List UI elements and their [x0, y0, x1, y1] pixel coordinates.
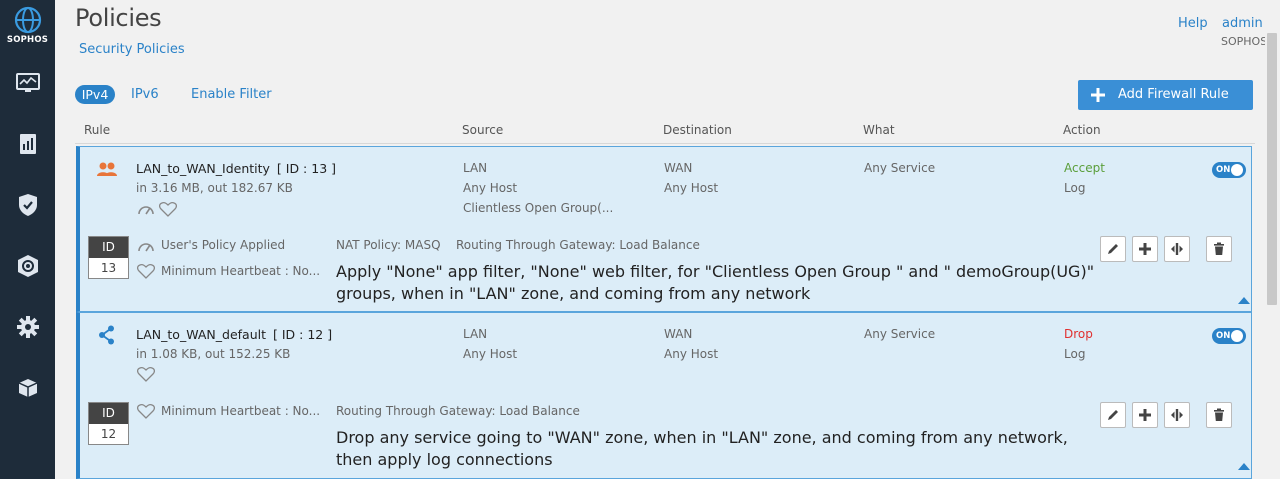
gear-icon[interactable]: [15, 314, 41, 340]
gauge-icon: [138, 206, 154, 215]
toggle-label: ON: [1216, 165, 1231, 175]
destination-network: Any Host: [664, 181, 719, 195]
column-header-what[interactable]: What: [863, 123, 895, 137]
id-badge-label: ID: [89, 237, 128, 258]
move-icon: [1171, 243, 1183, 255]
log-status: Log: [1064, 347, 1086, 361]
heart-icon: [137, 403, 155, 419]
heartbeat-badge: Minimum Heartbeat : No...: [161, 264, 321, 278]
add-rule-button[interactable]: [1132, 402, 1158, 428]
delete-button[interactable]: [1206, 236, 1232, 262]
rule-name[interactable]: LAN_to_WAN_default: [136, 327, 267, 342]
service: Any Service: [864, 327, 936, 341]
toggle-label: ON: [1216, 331, 1231, 341]
tab-ipv4[interactable]: IPv4: [75, 85, 115, 104]
source-group: Clientless Open Group(...: [463, 201, 614, 215]
log-status: Log: [1064, 181, 1086, 195]
heart-icon: [159, 201, 177, 217]
users-icon: [97, 162, 117, 176]
sophos-logo[interactable]: SOPHOS: [0, 6, 55, 45]
pencil-icon: [1108, 410, 1118, 420]
move-icon: [1171, 409, 1183, 421]
routing-gateway: Routing Through Gateway: Load Balance: [456, 238, 700, 252]
id-badge-label: ID: [89, 403, 128, 424]
nat-policy: NAT Policy: MASQ: [336, 238, 441, 252]
gauge-icon: [138, 243, 154, 252]
id-badge: ID 13: [88, 236, 129, 279]
add-firewall-rule-label: Add Firewall Rule: [1118, 87, 1229, 102]
box-icon[interactable]: [15, 375, 41, 401]
add-rule-button[interactable]: [1132, 236, 1158, 262]
source-network: Any Host: [463, 181, 518, 195]
rule-name[interactable]: LAN_to_WAN_Identity: [136, 161, 270, 176]
source-zone: LAN: [463, 161, 488, 175]
destination-zone: WAN: [664, 161, 693, 175]
delete-button[interactable]: [1206, 402, 1232, 428]
pencil-icon: [1108, 244, 1118, 254]
id-badge-number: 13: [100, 261, 117, 275]
heartbeat-badge: Minimum Heartbeat : No...: [161, 404, 321, 418]
action-status: Accept: [1064, 161, 1105, 175]
logo-text: SOPHOS: [6, 35, 49, 45]
edit-button[interactable]: [1100, 236, 1126, 262]
column-header-action[interactable]: Action: [1063, 123, 1101, 137]
collapse-icon[interactable]: [1238, 297, 1250, 304]
protect-icon[interactable]: [15, 253, 41, 279]
monitor-icon[interactable]: [15, 70, 41, 96]
firewall-rule[interactable]: LAN_to_WAN_default [ ID : 12 ] in 1.08 K…: [76, 312, 1252, 479]
column-header-rule[interactable]: Rule: [84, 123, 111, 137]
enable-filter-link[interactable]: Enable Filter: [191, 87, 272, 102]
sidebar: SOPHOS: [0, 0, 55, 479]
help-link[interactable]: Help: [1178, 16, 1208, 31]
firewall-rule[interactable]: LAN_to_WAN_Identity [ ID : 13 ] in 3.16 …: [76, 146, 1252, 312]
service: Any Service: [864, 161, 936, 175]
column-header-source[interactable]: Source: [462, 123, 504, 137]
move-button[interactable]: [1164, 402, 1190, 428]
plus-icon: [1139, 243, 1151, 255]
rule-id-text: [ ID : 12 ]: [273, 327, 333, 342]
rule-toggle[interactable]: ON: [1212, 162, 1246, 178]
plus-icon: [1091, 88, 1105, 102]
heart-icon: [137, 263, 155, 279]
id-badge-number: 12: [100, 427, 117, 441]
routing-gateway: Routing Through Gateway: Load Balance: [336, 404, 580, 418]
rule-description: Apply "None" app filter, "None" web filt…: [336, 262, 1095, 303]
tab-ipv6[interactable]: IPv6: [131, 87, 159, 102]
trash-icon: [1214, 408, 1224, 421]
collapse-icon[interactable]: [1238, 463, 1250, 470]
scrollbar-thumb[interactable]: [1267, 33, 1277, 305]
heart-icon: [137, 366, 155, 382]
rule-id-text: [ ID : 13 ]: [276, 161, 336, 176]
add-firewall-rule-button[interactable]: Add Firewall Rule: [1078, 80, 1253, 110]
column-header-destination[interactable]: Destination: [663, 123, 732, 137]
destination-zone: WAN: [664, 327, 693, 341]
plus-icon: [1139, 409, 1151, 421]
trash-icon: [1214, 242, 1224, 255]
report-icon[interactable]: [15, 131, 41, 157]
source-zone: LAN: [463, 327, 488, 341]
user-menu[interactable]: admin: [1222, 16, 1263, 31]
edit-button[interactable]: [1100, 402, 1126, 428]
header-divider: [75, 143, 1255, 144]
destination-network: Any Host: [664, 347, 719, 361]
user-policy-badge: User's Policy Applied: [161, 238, 286, 252]
id-badge: ID 12: [88, 402, 129, 445]
rule-toggle[interactable]: ON: [1212, 328, 1246, 344]
traffic-stats: in 3.16 MB, out 182.67 KB: [136, 181, 293, 195]
breadcrumb[interactable]: Security Policies: [79, 42, 185, 57]
share-icon: [99, 325, 114, 345]
move-button[interactable]: [1164, 236, 1190, 262]
tenant-label: SOPHOS: [1221, 35, 1268, 48]
page-title: Policies: [75, 4, 162, 32]
action-status: Drop: [1064, 327, 1093, 341]
traffic-stats: in 1.08 KB, out 152.25 KB: [136, 347, 291, 361]
globe-icon: [14, 6, 41, 34]
shield-icon[interactable]: [15, 192, 41, 218]
source-network: Any Host: [463, 347, 518, 361]
rule-description: Drop any service going to "WAN" zone, wh…: [336, 428, 1068, 469]
